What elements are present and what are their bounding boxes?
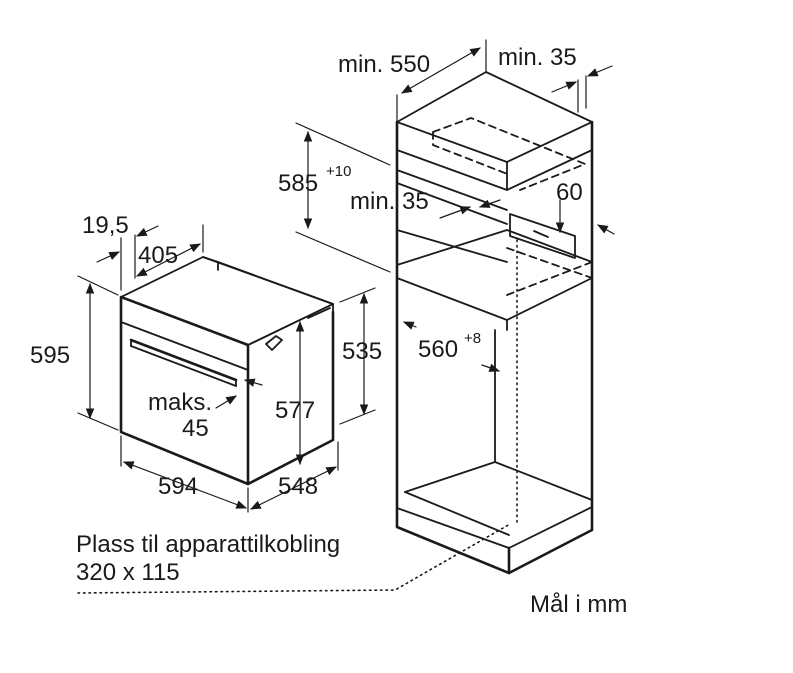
label-595: 595 bbox=[30, 342, 70, 369]
label-594: 594 bbox=[158, 473, 198, 500]
units-note: Mål i mm bbox=[530, 591, 627, 618]
cabinet-front-outline bbox=[395, 120, 511, 575]
cabinet-side-outline bbox=[507, 120, 594, 575]
dimension-lines bbox=[77, 39, 615, 594]
label-548: 548 bbox=[278, 473, 318, 500]
dim-line-560 bbox=[403, 321, 417, 330]
label-577: 577 bbox=[275, 397, 315, 424]
connection-note-line2: 320 x 115 bbox=[76, 559, 180, 586]
cabinet-top bbox=[396, 71, 593, 163]
label-min-550: min. 550 bbox=[338, 51, 430, 78]
dim-line-405 bbox=[136, 243, 201, 277]
door-handle[interactable] bbox=[129, 338, 238, 382]
label-60: 60 bbox=[556, 179, 583, 206]
oven bbox=[119, 256, 335, 486]
label-560: 560 bbox=[418, 336, 458, 363]
label-585-tolerance: +10 bbox=[326, 163, 351, 180]
vent-opening-hatched bbox=[509, 213, 576, 259]
label-min-35-top: min. 35 bbox=[498, 44, 577, 71]
dim-line-19-5 bbox=[96, 251, 120, 263]
upper-recess-dashed bbox=[432, 117, 586, 191]
dim-line-594 bbox=[122, 461, 248, 509]
label-585: 585 bbox=[278, 170, 318, 197]
label-45: 45 bbox=[182, 415, 209, 442]
label-maks: maks. bbox=[148, 389, 212, 416]
lower-shelf bbox=[404, 461, 593, 501]
cabinet-plinth bbox=[396, 507, 510, 549]
dimension-labels: min. 550 min. 35 585 +10 min. 35 60 19,5… bbox=[30, 44, 583, 500]
dim-line-maks-45 bbox=[243, 378, 263, 387]
dim-line-min-35-top bbox=[587, 65, 613, 77]
cabinet bbox=[395, 71, 594, 575]
dim-line-min-550 bbox=[401, 47, 481, 94]
notes: Plass til apparattilkobling 320 x 115 Må… bbox=[76, 531, 627, 618]
dim-line-548 bbox=[250, 466, 337, 510]
label-min-35-vent: min. 35 bbox=[350, 188, 429, 215]
label-535: 535 bbox=[342, 338, 382, 365]
side-catch-icon bbox=[265, 335, 283, 351]
connection-note-line1: Plass til apparattilkobling bbox=[76, 531, 340, 558]
dim-line-min-35-vent bbox=[439, 206, 472, 219]
niche-top-shelf bbox=[396, 229, 593, 266]
connection-leader-dotted bbox=[77, 523, 511, 594]
label-19-5: 19,5 bbox=[82, 212, 129, 239]
label-405: 405 bbox=[138, 242, 178, 269]
label-560-tolerance: +8 bbox=[464, 330, 481, 347]
control-panel-line bbox=[120, 321, 249, 371]
